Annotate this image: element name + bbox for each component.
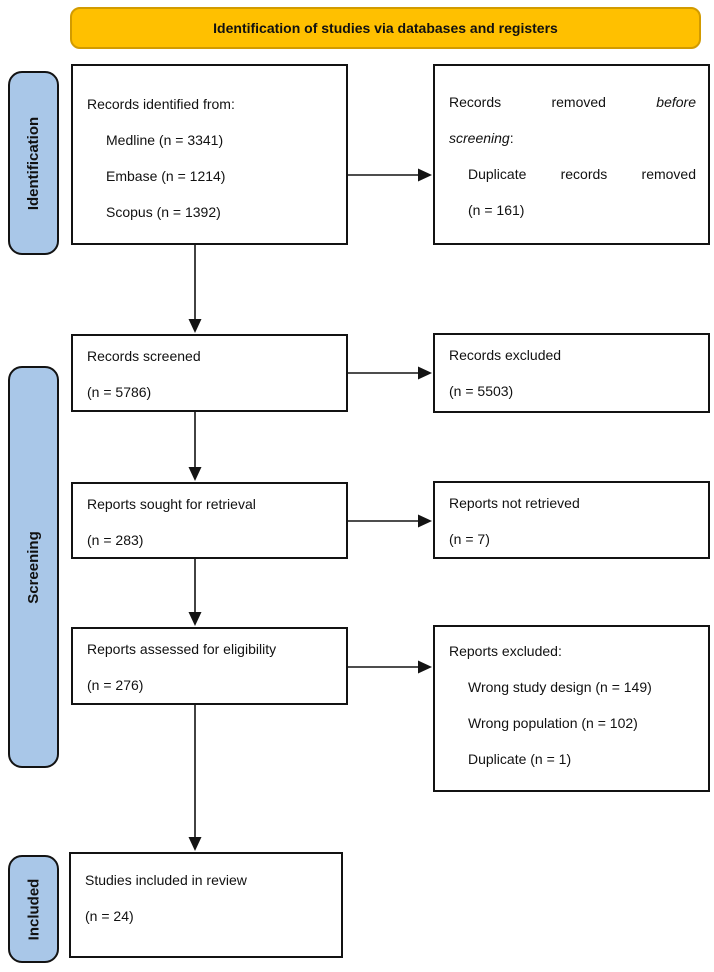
list-item-line1: Duplicate records removed [468,156,696,192]
box-count: (n = 24) [85,908,134,924]
box-title: Reports excluded: [449,643,562,659]
title-word-italic: screening [449,130,510,146]
list-item: Medline (n = 3341) [106,132,224,148]
list-item: Scopus (n = 1392) [106,204,221,220]
stage-bar-identification: Identification [8,71,59,255]
box-records-excluded: Records excluded (n = 5503) [433,333,710,413]
box-count: (n = 7) [449,531,490,547]
stage-label-screening: Screening [25,530,42,604]
item-word: Duplicate [468,166,527,182]
box-title-line2: screening: [449,120,696,156]
title-word: removed [551,94,606,110]
box-title: Studies included in review [85,872,247,888]
list-item: Wrong study design (n = 149) [468,679,652,695]
box-records-removed-before-screening: Records removed before screening: Duplic… [433,64,710,245]
box-studies-included: Studies included in review (n = 24) [69,852,343,958]
item-word: removed [641,166,696,182]
box-records-identified: Records identified from: Medline (n = 33… [71,64,348,245]
box-title: Reports sought for retrieval [87,496,256,512]
box-title: Reports not retrieved [449,495,580,511]
box-count: (n = 5503) [449,383,514,399]
box-count: (n = 283) [87,532,144,548]
list-item: Wrong population (n = 102) [468,715,638,731]
stage-label-identification: Identification [25,116,42,210]
title-suffix: : [509,130,514,146]
box-count: (n = 5786) [87,384,152,400]
box-count: (n = 276) [87,677,144,693]
box-title: Records screened [87,348,201,364]
title-word: Records [449,94,502,110]
banner-title: Identification of studies via databases … [213,20,558,36]
list-item: Duplicate (n = 1) [468,751,572,767]
stage-label-included: Included [25,878,43,940]
title-word-italic: before [656,94,696,110]
box-reports-not-retrieved: Reports not retrieved (n = 7) [433,481,710,559]
item-count: (n = 161) [468,202,525,218]
box-title-line1: Records removed before [449,84,696,120]
stage-bar-included: Included [8,855,59,963]
box-title: Records excluded [449,347,562,363]
box-reports-excluded: Reports excluded: Wrong study design (n … [433,625,710,792]
box-title: Records identified from: [87,96,235,112]
list-item: Embase (n = 1214) [106,168,226,184]
item-word: records [560,166,608,182]
box-reports-sought: Reports sought for retrieval (n = 283) [71,482,348,559]
banner-identification-via-databases: Identification of studies via databases … [70,7,701,49]
box-records-screened: Records screened (n = 5786) [71,334,348,412]
stage-bar-screening: Screening [8,366,59,768]
box-reports-assessed: Reports assessed for eligibility (n = 27… [71,627,348,705]
box-title: Reports assessed for eligibility [87,641,277,657]
